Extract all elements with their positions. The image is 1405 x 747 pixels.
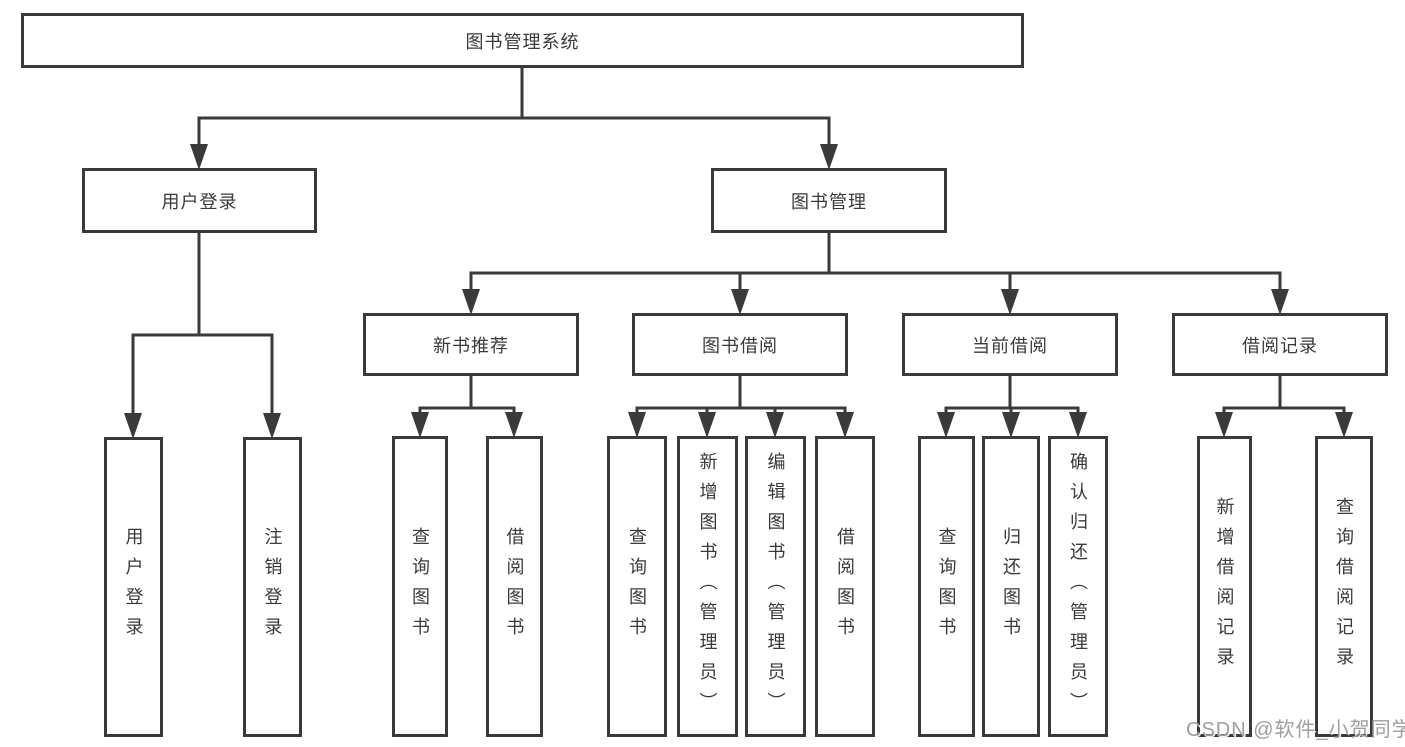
leaf-query-borrow-record: 查询借阅记录: [1315, 436, 1373, 737]
node-book-borrowing: 图书借阅: [632, 313, 848, 376]
node-user-login: 用户登录: [82, 168, 317, 233]
arrowhead-down-icon: [1335, 412, 1353, 438]
arrowhead-down-icon: [1001, 289, 1019, 315]
node-borrow-records: 借阅记录: [1172, 313, 1388, 376]
arrowhead-down-icon: [628, 412, 646, 438]
arrowhead-down-icon: [698, 412, 716, 438]
arrowhead-down-icon: [1271, 289, 1289, 315]
arrowhead-down-icon: [766, 412, 784, 438]
arrowhead-down-icon: [263, 413, 281, 439]
arrowhead-down-icon: [462, 289, 480, 315]
leaf-query-book-recommend: 查询图书: [392, 436, 448, 737]
csdn-watermark: CSDN @软件_小贺同学: [1186, 719, 1405, 741]
arrowhead-down-icon: [836, 412, 854, 438]
leaf-query-book-current: 查询图书: [918, 436, 975, 737]
arrowhead-down-icon: [190, 144, 208, 170]
arrowhead-down-icon: [124, 413, 142, 439]
arrowhead-down-icon: [1069, 412, 1087, 438]
leaf-add-book-admin: 新增图书（管理员）: [677, 436, 738, 737]
arrowhead-down-icon: [820, 144, 838, 170]
arrowhead-down-icon: [937, 412, 955, 438]
leaf-user-login: 用户登录: [104, 437, 163, 737]
leaf-borrow-book-borrowing: 借阅图书: [815, 436, 875, 737]
arrowhead-down-icon: [505, 412, 523, 438]
leaf-query-book-borrowing: 查询图书: [607, 436, 667, 737]
arrowhead-down-icon: [1002, 412, 1020, 438]
node-library-system: 图书管理系统: [21, 13, 1024, 68]
leaf-logout: 注销登录: [243, 437, 302, 737]
leaf-borrow-book-recommend: 借阅图书: [486, 436, 543, 737]
node-current-borrowing: 当前借阅: [902, 313, 1118, 376]
leaf-edit-book-admin: 编辑图书（管理员）: [745, 436, 806, 737]
arrowhead-down-icon: [731, 289, 749, 315]
arrowhead-down-icon: [1215, 412, 1233, 438]
arrowhead-down-icon: [411, 412, 429, 438]
leaf-confirm-return-admin: 确认归还（管理员）: [1048, 436, 1108, 737]
node-new-book-recommend: 新书推荐: [363, 313, 579, 376]
node-book-management: 图书管理: [711, 168, 947, 233]
leaf-return-book: 归还图书: [982, 436, 1040, 737]
leaf-add-borrow-record: 新增借阅记录: [1197, 436, 1252, 737]
